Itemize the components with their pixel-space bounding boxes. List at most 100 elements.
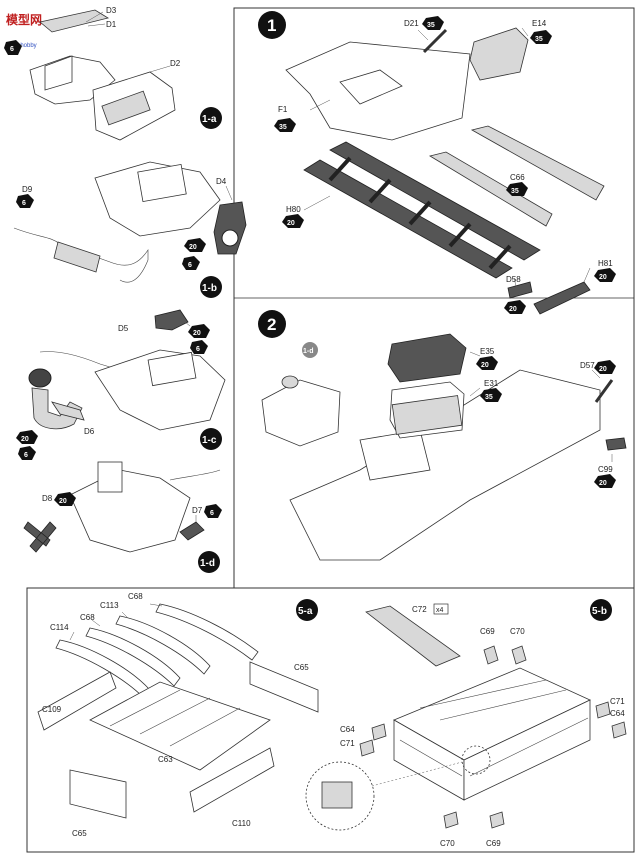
svg-text:1-c: 1-c	[202, 435, 217, 446]
part-label-d57: D57	[580, 361, 595, 370]
multiplier-box: x4	[433, 603, 449, 615]
step-1-group: 1 F1 H80 D21 E14 C66	[258, 11, 616, 315]
part-label-d3: D3	[106, 6, 117, 15]
paint-badge-6: 6	[190, 340, 208, 354]
part-label-d7: D7	[192, 506, 203, 515]
part-label-d2: D2	[170, 59, 181, 68]
svg-text:1-a: 1-a	[202, 114, 217, 125]
part-label-c72: C72	[412, 605, 427, 614]
svg-text:20: 20	[599, 366, 607, 373]
svg-text:1-d: 1-d	[200, 558, 215, 569]
svg-text:6: 6	[188, 262, 192, 269]
svg-text:20: 20	[509, 306, 517, 313]
svg-text:1-b: 1-b	[202, 283, 217, 294]
svg-text:35: 35	[535, 36, 543, 43]
part-label-c64: C64	[610, 709, 625, 718]
svg-text:20: 20	[287, 220, 295, 227]
part-label-h80: H80	[286, 205, 301, 214]
part-label-c64: C64	[340, 725, 355, 734]
svg-text:5-b: 5-b	[592, 606, 607, 617]
part-label-d4: D4	[216, 177, 227, 186]
part-label-d6: D6	[84, 427, 95, 436]
part-label-h81: H81	[598, 259, 613, 268]
substep-badge-1a: 1-a	[200, 107, 222, 129]
substep-badge-5a: 5-a	[296, 599, 318, 621]
svg-text:35: 35	[511, 188, 519, 195]
svg-text:20: 20	[599, 274, 607, 281]
paint-badge-20: 20	[594, 360, 616, 374]
part-label-d5: D5	[118, 324, 129, 333]
svg-text:20: 20	[189, 244, 197, 251]
step-1c-group: D5 D6 20 6 20 6 1-c	[16, 309, 226, 460]
svg-text:5-a: 5-a	[298, 606, 313, 617]
part-label-c69: C69	[480, 627, 495, 636]
svg-text:6: 6	[196, 346, 200, 353]
svg-text:20: 20	[599, 480, 607, 487]
part-label-d8: D8	[42, 494, 53, 503]
part-label-e35: E35	[480, 347, 495, 356]
part-label-c68: C68	[80, 613, 95, 622]
paint-badge-20: 20	[188, 324, 210, 338]
svg-text:6: 6	[22, 200, 26, 207]
svg-text:6: 6	[210, 510, 214, 517]
paint-badge-20: 20	[504, 300, 526, 314]
part-label-c66: C66	[510, 173, 525, 182]
step-1d-group: D8 D7 20 6 1-d	[23, 461, 222, 573]
part-label-f1: F1	[278, 105, 288, 114]
part-label-d9: D9	[22, 185, 33, 194]
step-badge-1: 1	[258, 11, 286, 39]
step-1a-group: D3 D1 D2 6 1-a	[4, 6, 222, 141]
paint-badge-20: 20	[594, 268, 616, 282]
step-badge-2: 2	[258, 310, 286, 338]
paint-badge-6: 6	[16, 194, 34, 208]
part-label-c110: C110	[232, 819, 251, 828]
paint-badge-20: 20	[184, 238, 206, 252]
substep-badge-1c: 1-c	[200, 428, 222, 450]
paint-badge-20: 20	[594, 474, 616, 488]
step-1b-group: D4 D9 6 20 6 1-b	[13, 161, 247, 298]
part-label-e14: E14	[532, 19, 547, 28]
watermark: 模型网	[6, 12, 42, 27]
paint-badge-6: 6	[204, 504, 222, 518]
svg-text:35: 35	[427, 22, 435, 29]
substep-badge-1d: 1-d	[198, 551, 220, 573]
svg-text:20: 20	[193, 330, 201, 337]
paint-badge-6: 6	[18, 446, 36, 460]
part-label-c70: C70	[440, 839, 455, 848]
svg-text:20: 20	[21, 436, 29, 443]
part-label-d1: D1	[106, 20, 117, 29]
part-label-c70: C70	[510, 627, 525, 636]
part-label-e31: E31	[484, 379, 499, 388]
paint-badge-35: 35	[506, 182, 528, 196]
paint-badge-35: 35	[422, 16, 444, 30]
part-label-d21: D21	[404, 19, 419, 28]
substep-badge-1b: 1-b	[200, 276, 222, 298]
part-label-c63: C63	[158, 755, 173, 764]
paint-badge-20: 20	[16, 430, 38, 444]
part-label-c65: C65	[72, 829, 87, 838]
part-label-c99: C99	[598, 465, 613, 474]
svg-text:35: 35	[279, 124, 287, 131]
paint-badge-35: 35	[530, 30, 552, 44]
part-label-c113: C113	[100, 601, 119, 610]
svg-text:1: 1	[267, 16, 276, 35]
paint-badge-35: 35	[480, 388, 502, 402]
part-label-c109: C109	[42, 705, 62, 714]
step-5b-group: 5-b C72 x4 C69 C70 C64 C71 C	[305, 599, 627, 848]
step-2-group: 2 1-d E35 E31 D57 C99 20	[258, 310, 627, 561]
ref-badge-1d: 1-d	[302, 342, 318, 358]
svg-text:6: 6	[10, 46, 14, 53]
part-label-c71: C71	[340, 739, 355, 748]
svg-text:20: 20	[59, 498, 67, 505]
svg-text:20: 20	[481, 362, 489, 369]
substep-badge-5b: 5-b	[590, 599, 612, 621]
svg-text:6: 6	[24, 452, 28, 459]
paint-badge-6: 6	[182, 256, 200, 270]
step-5a-group: 5-a C68 C113 C68 C114 C109 C63 C65 C65 C…	[37, 592, 319, 838]
svg-text:2: 2	[267, 315, 276, 334]
svg-text:35: 35	[485, 394, 493, 401]
paint-badge-35: 35	[274, 118, 296, 132]
part-label-c68: C68	[128, 592, 143, 601]
paint-badge-20: 20	[282, 214, 304, 228]
